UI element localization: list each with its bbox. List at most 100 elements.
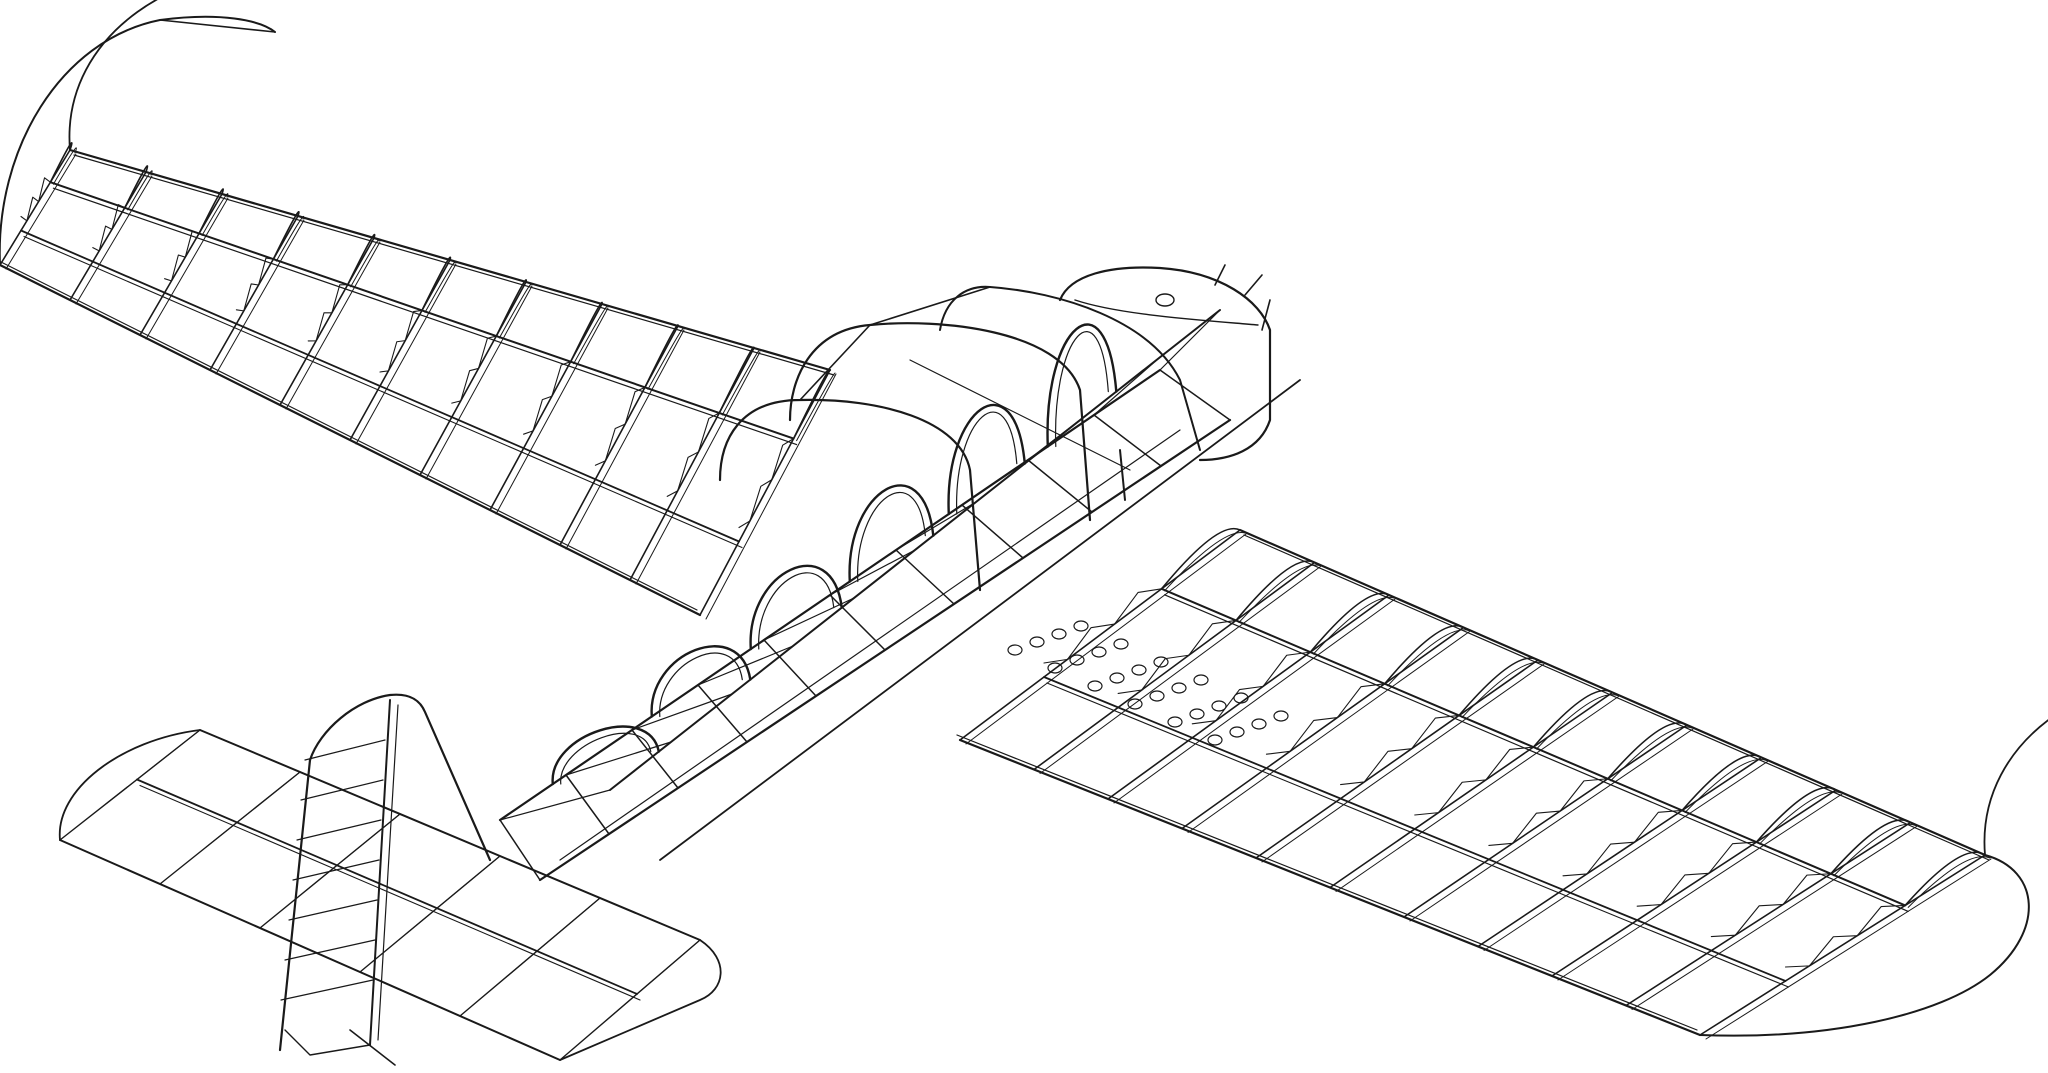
right-wing-access-hole bbox=[1229, 726, 1245, 738]
left-wing-rib-nose bbox=[346, 233, 376, 286]
right-wing-rib-nose bbox=[1755, 786, 1837, 843]
right-wing-access-hole bbox=[1171, 682, 1187, 694]
right-wing-rib-chord-lower bbox=[1557, 793, 1843, 981]
fuselage-bulkhead-arch-inner bbox=[560, 732, 652, 785]
fuselage-bulkhead-arch bbox=[551, 725, 660, 786]
right-wing-access-hole bbox=[1233, 692, 1249, 704]
left-wing-rib-chord bbox=[349, 259, 451, 441]
fuselage-cross-member bbox=[1159, 309, 1221, 371]
right-wing-rib-chord-lower bbox=[1187, 631, 1470, 833]
left-wing-rib-chord bbox=[699, 369, 831, 616]
right-wing-access-hole bbox=[1189, 708, 1205, 720]
right-wing-rib-chord bbox=[1107, 594, 1390, 800]
fuselage-floor-stringer bbox=[559, 429, 1181, 861]
left-wing-rib-truss bbox=[451, 335, 497, 404]
right-wing-rib-nose bbox=[1160, 527, 1241, 590]
right-wing-rib-nose bbox=[1235, 560, 1316, 622]
canopy-hoop-rear bbox=[788, 322, 1092, 522]
fuselage-cross-member bbox=[829, 549, 916, 596]
left-wing-rib-chord-lower bbox=[495, 307, 609, 515]
right-wing-rib-chord bbox=[1033, 561, 1316, 771]
left-wing-main-spar-lower bbox=[52, 187, 798, 446]
stabilizer-spar-lower bbox=[139, 784, 641, 1001]
right-wing-rib-chord bbox=[1329, 691, 1614, 889]
right-wing-rib-truss bbox=[1340, 714, 1460, 786]
fuselage-bulkhead-arch bbox=[1046, 323, 1118, 448]
left-wing-rib-nose-inner bbox=[275, 215, 305, 262]
canopy-hoop-front bbox=[939, 285, 1201, 451]
right-wing-rib-truss bbox=[1562, 809, 1683, 877]
left-wing-rib-truss bbox=[523, 361, 572, 435]
left-wing-rib-chord-lower bbox=[635, 351, 761, 585]
right-wing-rib-truss bbox=[1414, 746, 1534, 816]
right-wing-rib-truss bbox=[1117, 619, 1237, 694]
right-wing-rib-nose-inner bbox=[1610, 726, 1693, 782]
fuselage-bulkhead-arch-inner bbox=[956, 411, 1018, 515]
fuselage-vertical-post bbox=[829, 594, 886, 651]
stabilizer-rib-diagonal bbox=[505, 897, 601, 978]
fuselage-vertical-post bbox=[763, 639, 817, 697]
fuselage-cross-member bbox=[1027, 405, 1099, 461]
left-wing-rib-chord-lower bbox=[355, 263, 457, 445]
cowling-oil-cap bbox=[1155, 293, 1175, 307]
left-wing-rib-nose bbox=[49, 142, 73, 183]
left-wing-rib-nose bbox=[644, 324, 679, 389]
right-wing-rib-chord-lower bbox=[965, 533, 1247, 745]
right-wing-rib-chord bbox=[959, 529, 1241, 741]
fuselage-bulkhead-arch-inner bbox=[857, 491, 926, 583]
rudder-rib bbox=[296, 819, 382, 841]
fuselage-lower-longeron-right bbox=[659, 379, 1301, 861]
right-wing-access-hole bbox=[1073, 620, 1089, 632]
right-wing-access-hole bbox=[1207, 734, 1223, 746]
stabilizer-trailing-edge bbox=[59, 839, 561, 1061]
stabilizer-rib-diagonal bbox=[305, 813, 401, 891]
left-wing-rib-chord-lower bbox=[145, 197, 229, 340]
right-wing-rib-truss bbox=[1191, 651, 1311, 725]
left-wing-rib-nose bbox=[421, 256, 452, 312]
right-wing-trailing-edge-inner bbox=[956, 734, 1698, 1031]
left-wing-rib-chord bbox=[629, 347, 755, 581]
right-wing-rib-truss bbox=[1265, 683, 1386, 755]
left-wing-rib-truss bbox=[235, 257, 274, 312]
left-wing-rib-chord-lower bbox=[565, 329, 685, 550]
left-wing-rib-nose-inner bbox=[424, 261, 456, 313]
right-wing-rib-chord-lower bbox=[1261, 663, 1545, 863]
right-wing-access-hole bbox=[1153, 656, 1169, 668]
left-wing-rib-nose bbox=[718, 346, 755, 414]
right-wing-rib-nose bbox=[1681, 754, 1763, 812]
left-wing-rib-nose-inner bbox=[647, 328, 684, 390]
right-wing-rib-chord bbox=[1255, 659, 1539, 859]
fuselage-vertical-post bbox=[697, 684, 748, 743]
right-wing-rib-nose bbox=[1904, 851, 1986, 907]
right-wing-rib-nose bbox=[1830, 819, 1912, 875]
right-wing-rib-nose-inner bbox=[1758, 791, 1842, 845]
right-wing-rib-chord-lower bbox=[1335, 696, 1619, 892]
right-wing-rib-nose bbox=[1532, 689, 1614, 748]
left-wing-rib-nose-inner bbox=[796, 372, 836, 442]
left-wing-rib-chord bbox=[0, 149, 71, 266]
right-wing-rib-nose-inner bbox=[1535, 694, 1618, 750]
left-wing-rib-nose-inner bbox=[127, 170, 153, 211]
right-wing-rib-nose-inner bbox=[1833, 823, 1916, 877]
left-wing-rib-truss bbox=[738, 438, 795, 529]
left-wing-tip-bow bbox=[68, 0, 158, 151]
canopy-top-rail bbox=[869, 286, 991, 326]
right-wing-rib-chord bbox=[1181, 626, 1465, 830]
right-wing-rib-truss bbox=[1710, 873, 1832, 938]
right-wing-rib-nose-inner bbox=[1164, 532, 1246, 592]
rudder-post-inner bbox=[377, 704, 399, 1041]
left-wing-rib-truss bbox=[92, 204, 126, 252]
rudder-rib bbox=[288, 899, 378, 921]
right-wing-tip-bow bbox=[1983, 719, 2048, 856]
left-wing-rib-chord-lower bbox=[5, 153, 77, 270]
right-wing-access-hole bbox=[1007, 644, 1023, 656]
engine-mount-tube bbox=[1261, 299, 1271, 331]
right-wing-rib-chord-lower bbox=[1113, 598, 1396, 804]
fuselage-bulkhead-arch-inner bbox=[758, 572, 835, 650]
left-wing-rib-chord bbox=[559, 325, 679, 546]
fuselage-cross-member bbox=[631, 693, 733, 731]
tailwheel-spring bbox=[349, 1029, 396, 1066]
right-wing bbox=[956, 527, 2048, 1040]
right-wing-rib-chord-lower bbox=[1631, 826, 1917, 1010]
fuselage-vertical-post bbox=[565, 774, 610, 835]
